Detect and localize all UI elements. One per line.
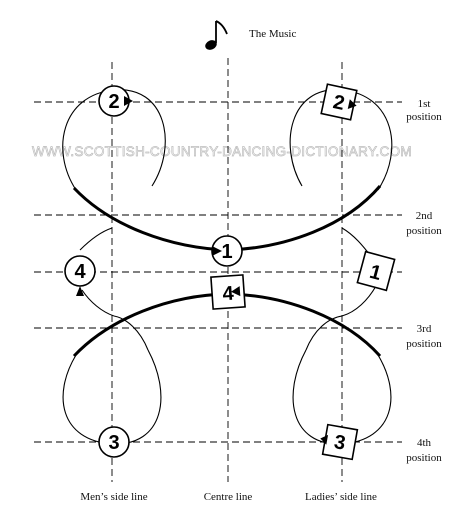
svg-text:4: 4 [222, 283, 236, 306]
dancer-man-4: 4 [64, 255, 96, 296]
music-label: The Music [249, 28, 296, 40]
svg-text:position: position [406, 338, 442, 350]
svg-text:3: 3 [332, 431, 347, 455]
dancer-centre-1: 1 [211, 235, 243, 267]
svg-text:2: 2 [108, 91, 119, 113]
dancer-lady-2: 2 [320, 83, 358, 121]
svg-text:1: 1 [221, 241, 232, 263]
svg-text:3: 3 [108, 432, 119, 454]
dancer-lady-3: 3 [320, 423, 359, 461]
position-label-3: 3rd position [406, 323, 442, 350]
svg-text:4th: 4th [417, 437, 432, 449]
centre-line-label: Centre line [204, 491, 253, 503]
dancer-man-3: 3 [98, 426, 130, 458]
position-label-4: 4th position [406, 437, 442, 464]
svg-text:1st: 1st [418, 98, 431, 110]
svg-text:position: position [406, 225, 442, 237]
svg-text:2nd: 2nd [416, 210, 433, 222]
svg-text:position: position [406, 452, 442, 464]
ladies-side-line-label: Ladies’ side line [305, 491, 377, 503]
watermark-text: WWW.SCOTTISH-COUNTRY-DANCING-DICTIONARY.… [32, 144, 412, 159]
mens-side-line-label: Men’s side line [80, 491, 147, 503]
dancer-lady-1: 1 [356, 250, 396, 292]
dancer-centre-4: 4 [210, 274, 246, 310]
position-label-2: 2nd position [406, 210, 442, 237]
svg-text:4: 4 [74, 261, 86, 283]
svg-text:1: 1 [367, 261, 383, 285]
svg-text:2: 2 [331, 91, 346, 115]
music-note-icon [205, 20, 228, 50]
dancer-man-2: 2 [98, 85, 133, 117]
position-label-1: 1st position [406, 98, 442, 123]
svg-text:3rd: 3rd [417, 323, 432, 335]
svg-text:position: position [406, 111, 442, 123]
